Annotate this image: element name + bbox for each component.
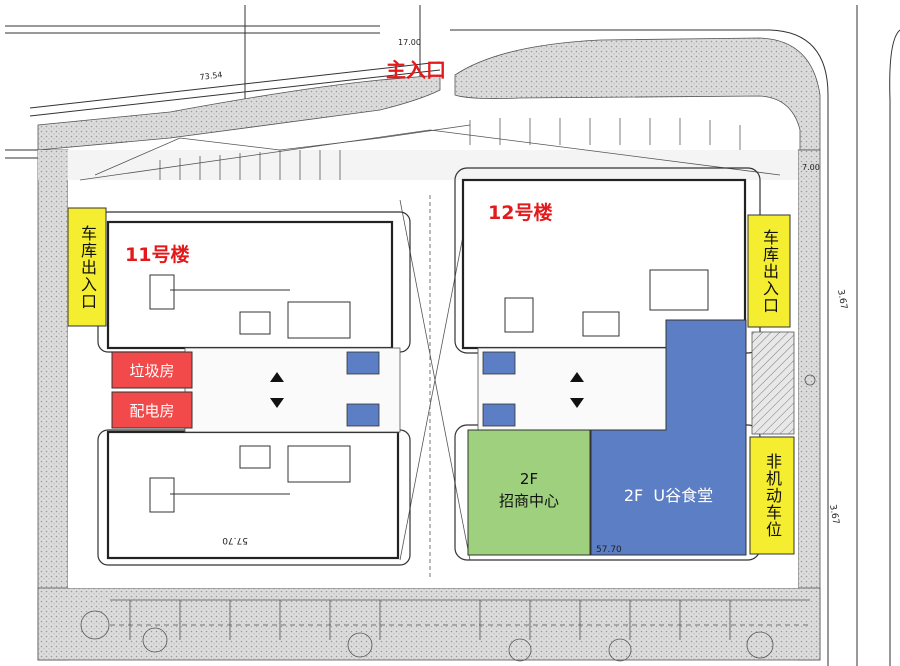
power-room-label: 配电房 <box>129 401 175 420</box>
building-12-label: 12号楼 <box>488 202 553 224</box>
dim-right-slope-2: 3.67 <box>827 504 840 525</box>
dim-right-top: 7.00 <box>802 163 820 172</box>
building-11-label: 11号楼 <box>125 244 190 266</box>
garage-entrance-left-label: 车库出入口 <box>78 224 97 310</box>
canteen-zone <box>590 319 747 556</box>
road-lines <box>5 5 900 666</box>
core-left-top <box>346 351 380 375</box>
garbage-room-label: 垃圾房 <box>129 361 175 380</box>
dim-entrance-width: 17.00 <box>398 38 421 47</box>
investment-floor: 2F <box>519 470 539 488</box>
core-left-bottom <box>346 403 380 427</box>
garage-right-zone <box>747 214 791 328</box>
investment-name: 招商中心 <box>498 492 559 510</box>
hatched-ramp <box>751 331 795 435</box>
bike-parking-label: 非机动车位 <box>763 453 782 538</box>
main-entrance-label: 主入口 <box>386 58 446 82</box>
parking-ticks <box>129 118 741 640</box>
garbage-room-zone <box>111 351 193 389</box>
power-room-zone <box>111 391 193 429</box>
road-markings <box>79 124 810 626</box>
garage-entrance-right-label: 车库出入口 <box>760 228 779 314</box>
dim-bottom-right: 57.70 <box>596 545 622 555</box>
dim-top-width: 73.54 <box>199 70 223 82</box>
investment-center-label: 2F 招商中心 <box>468 468 590 512</box>
direction-arrows <box>270 372 584 408</box>
bike-parking-zone <box>749 436 795 555</box>
building-11 <box>97 211 411 566</box>
dim-right-slope-1: 3.67 <box>835 289 848 310</box>
investment-center-zone <box>467 429 591 556</box>
core-right-top <box>482 351 516 375</box>
core-right-bottom <box>482 403 516 427</box>
canteen-label: 2F U谷食堂 <box>623 486 714 505</box>
trees <box>80 374 816 662</box>
dim-bottom-left: 57.70 <box>222 535 248 545</box>
garage-left-zone <box>67 207 107 327</box>
